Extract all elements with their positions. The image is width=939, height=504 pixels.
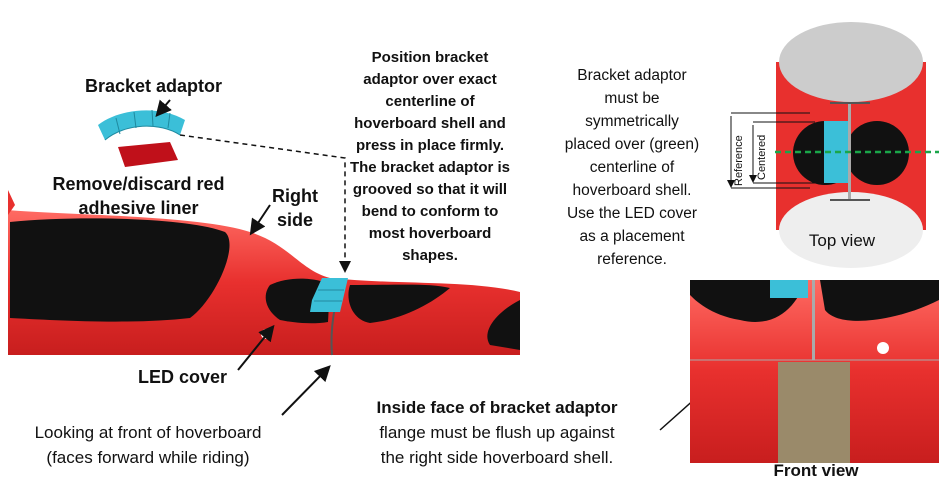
looking-front-label: Looking at front of hoverboard (faces fo… xyxy=(18,420,278,470)
arrow-looking xyxy=(281,365,331,416)
text-line: hoverboard shell. xyxy=(572,182,692,199)
text-line: (faces forward while riding) xyxy=(46,448,250,467)
text-line: Right xyxy=(272,186,318,206)
text-line: Position bracket xyxy=(371,49,489,66)
arrow-right-side xyxy=(249,204,271,236)
foot-pad-left xyxy=(10,218,230,322)
text-line: adhesive liner xyxy=(78,198,199,218)
text-line: the right side hoverboard shell. xyxy=(380,448,614,467)
top-view-label: Top view xyxy=(808,231,876,250)
text-line: most hoverboard xyxy=(368,225,492,242)
text-line: bend to conform to xyxy=(361,203,499,220)
text-line: must be xyxy=(604,90,660,107)
text-line: adaptor over exact xyxy=(363,71,497,88)
text-line: press in place firmly. xyxy=(355,137,505,154)
front-view-image xyxy=(690,280,939,463)
text-line: Looking at front of hoverboard xyxy=(34,423,262,442)
text-line: Use the LED cover xyxy=(566,205,698,222)
bracket-adaptor-installed xyxy=(310,278,348,312)
text-line: grooved so that it will xyxy=(352,181,508,198)
inside-face-label: Inside face of bracket adaptor flange mu… xyxy=(362,395,632,470)
text-line: hoverboard shell and xyxy=(354,115,506,132)
foot-pad-right xyxy=(265,278,330,324)
bracket-adaptor-label: Bracket adaptor xyxy=(85,76,223,96)
text-line: as a placement xyxy=(579,228,685,245)
dim-centered-label: Centered xyxy=(756,134,768,180)
arrow-bracket xyxy=(155,99,172,118)
dashed-leader xyxy=(179,134,351,273)
text-line: symmetrically xyxy=(585,113,679,130)
remove-liner-label: Remove/discard red adhesive liner xyxy=(36,172,241,220)
top-view-image xyxy=(727,22,939,268)
hoverboard-side-view xyxy=(8,190,520,356)
led-cover-label: LED cover xyxy=(138,367,228,387)
symmetry-instructions: Bracket adaptor must be symmetrically pl… xyxy=(550,64,714,271)
text-line: centerline of xyxy=(589,159,675,176)
text-line: Inside face of bracket adaptor xyxy=(376,398,618,417)
text-line: shapes. xyxy=(402,247,458,264)
text-line: Bracket adaptor xyxy=(577,67,687,84)
position-instructions: Position bracket adaptor over exact cent… xyxy=(340,47,520,267)
text-line: placed over (green) xyxy=(564,136,700,153)
bracket-adaptor-loose xyxy=(98,109,185,167)
dim-reference-label: Reference xyxy=(733,135,745,186)
text-line: centerline of xyxy=(385,93,475,110)
text-line: side xyxy=(276,210,313,230)
text-line: Remove/discard red xyxy=(52,174,225,194)
right-side-label: Right side xyxy=(272,184,318,232)
arrow-led xyxy=(237,324,275,371)
text-line: flange must be flush up against xyxy=(379,423,615,442)
text-line: reference. xyxy=(597,251,667,268)
front-view-label: Front view xyxy=(773,461,859,480)
text-line: The bracket adaptor is xyxy=(349,159,511,176)
